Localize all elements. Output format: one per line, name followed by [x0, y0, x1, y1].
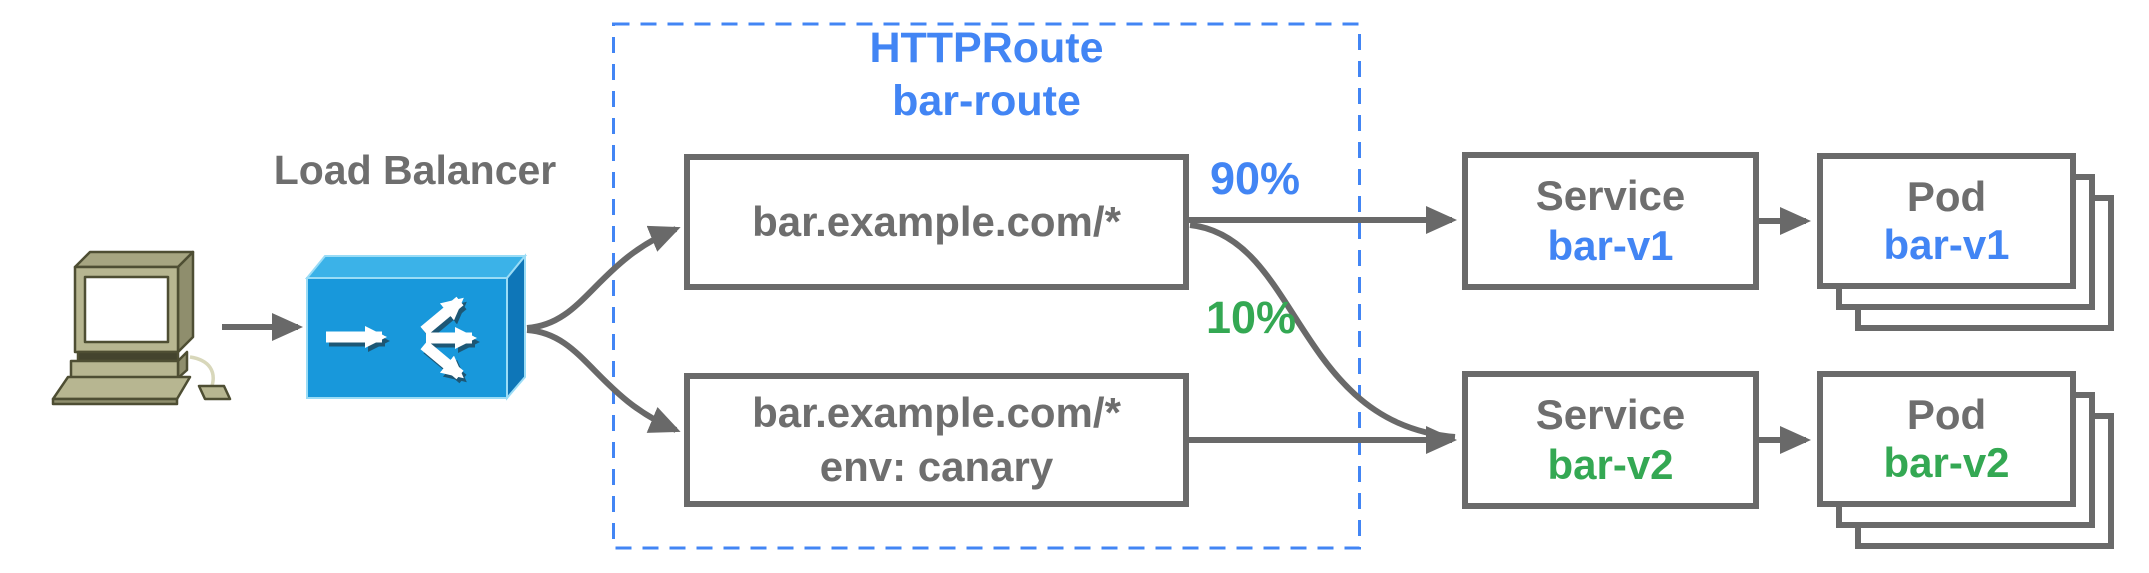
service-box-bar-v1: Service bar-v1: [1462, 152, 1759, 290]
load-balancer-label: Load Balancer: [273, 147, 557, 193]
service-1-kind: Service: [1535, 172, 1686, 219]
httproute-dashed-boundary: [612, 22, 1361, 550]
pod-2-kind: Pod: [1906, 391, 1987, 438]
pod-stack-bar-v1: Pod bar-v1: [1817, 153, 2114, 331]
match-rule-2-host: bar.example.com/*: [752, 389, 1121, 436]
match-rule-1-host: bar.example.com/*: [752, 198, 1121, 245]
lb-to-match1-arrow: [526, 225, 681, 331]
weight-label-10: 10%: [1205, 292, 1297, 343]
service-box-bar-v2: Service bar-v2: [1462, 371, 1759, 509]
pod-1-kind: Pod: [1906, 173, 1987, 220]
pod-2-name: bar-v2: [1883, 439, 2010, 486]
weight-label-90: 90%: [1209, 153, 1301, 204]
httproute-kind-label: HTTPRoute: [869, 24, 1104, 72]
connector-lines: [222, 206, 1811, 454]
pod-card-bar-v2: Pod bar-v2: [1817, 371, 2076, 507]
pod-stack-bar-v2: Pod bar-v2: [1817, 371, 2114, 549]
match-rule-box-2: bar.example.com/* env: canary: [684, 373, 1189, 507]
service-2-kind: Service: [1535, 391, 1686, 438]
load-balancer-icon: [304, 253, 528, 401]
lb-to-match2-arrow: [526, 327, 681, 433]
service-2-name: bar-v2: [1547, 441, 1674, 488]
httproute-name-label: bar-route: [892, 77, 1081, 125]
pod-1-name: bar-v1: [1883, 221, 2010, 268]
match1-to-service2-curve-10: [1189, 222, 1456, 440]
match-rule-box-1: bar.example.com/*: [684, 154, 1189, 290]
pod-card-bar-v1: Pod bar-v1: [1817, 153, 2076, 289]
service-1-name: bar-v1: [1547, 222, 1674, 269]
httproute-header: HTTPRoute bar-route: [613, 22, 1360, 128]
lb-fanout-arrows: [326, 296, 477, 380]
match-rule-2-header: env: canary: [819, 443, 1054, 490]
desktop-computer-icon: [51, 250, 232, 406]
